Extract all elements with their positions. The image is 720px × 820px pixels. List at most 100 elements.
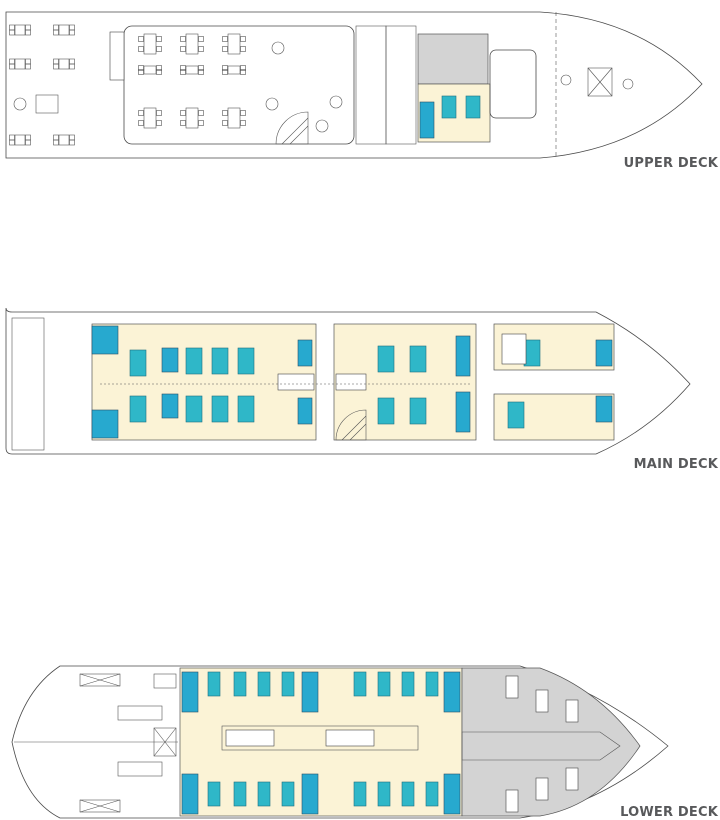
bed [185,395,203,423]
table [14,24,26,36]
chair [138,110,144,116]
bathroom [301,773,319,815]
chair [25,58,31,65]
upper-deck-plan [5,11,703,159]
lower-deck-label: LOWER DECK [620,805,718,820]
upper-galley [385,25,417,145]
bed [401,781,415,807]
chair [198,65,204,71]
main-staircase [335,373,367,391]
chair [180,69,186,75]
main-bathroom [161,393,179,419]
main-bathroom [455,335,471,377]
bed [211,395,229,423]
bed [425,671,439,697]
anchor-winch [560,74,572,86]
chair [180,110,186,116]
lower-corridor-stairs [325,729,375,747]
chair [9,63,15,70]
wheelhouse [489,49,537,119]
crew-berth [535,689,549,713]
chair [9,29,15,36]
bathroom [181,671,199,713]
upper-aft-table-groups [9,24,75,146]
chair [25,63,31,70]
upper-salon-stairs [109,31,125,81]
chair [25,134,31,141]
chair [25,24,31,31]
lower-corridor [221,725,419,751]
main-deck-beds [129,339,541,429]
chair [69,134,75,141]
main-forward-stairs [501,333,527,365]
chair [25,139,31,146]
chair [69,24,75,31]
upper-deck-label: UPPER DECK [623,156,718,171]
chair [156,65,162,71]
spiral-staircase-main [335,409,367,441]
bed [207,671,221,697]
hatch [587,67,613,97]
lower-deck-beds [207,671,439,807]
upper-cabin-bed-left [441,95,457,119]
chair [222,110,228,116]
round-table [265,97,279,111]
round-table [329,95,343,109]
table [58,24,70,36]
main-bathroom [595,339,613,367]
chair [198,69,204,75]
bed [211,347,229,375]
bed [507,401,525,429]
crew-berth [535,777,549,801]
bow-fitting [622,78,634,90]
main-staircase [277,373,315,391]
bed [377,397,395,425]
chair [156,46,162,52]
chair [69,63,75,70]
table [14,134,26,146]
chair [138,36,144,42]
bed [377,345,395,373]
upper-cabin-bed-right [465,95,481,119]
chair [180,120,186,126]
chair [25,29,31,36]
chair [240,110,246,116]
chair [138,46,144,52]
bed [237,395,255,423]
bed [233,671,247,697]
chair [180,46,186,52]
chair [53,58,59,65]
crew-berth [565,767,579,791]
chair [222,69,228,75]
engine-room [14,673,178,813]
table [14,58,26,70]
bed [129,395,147,423]
bed [237,347,255,375]
chair [53,139,59,146]
chair [9,134,15,141]
table [227,107,241,129]
bed [129,349,147,377]
crew-berth [505,789,519,813]
table [143,65,157,75]
chair [9,139,15,146]
main-bathroom [297,339,313,367]
chair [69,139,75,146]
chair [222,46,228,52]
table [143,107,157,129]
main-bathroom [297,397,313,425]
bed [207,781,221,807]
table [185,107,199,129]
chair [198,110,204,116]
chair [138,120,144,126]
upper-salon-tables [138,33,343,133]
main-bathroom [91,325,119,355]
chair [240,46,246,52]
upper-cabin-bathroom [419,101,435,139]
lower-crew-area [461,667,641,817]
chair [222,65,228,71]
upper-salon [123,25,355,145]
bathroom [443,671,461,713]
chair [53,24,59,31]
